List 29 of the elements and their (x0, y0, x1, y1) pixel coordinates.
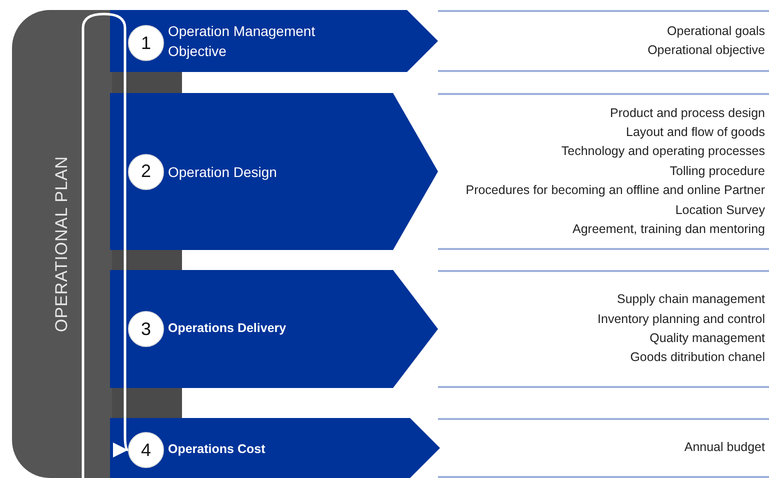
list-item: Tolling procedure (670, 162, 765, 180)
list-item: Agreement, training dan mentoring (572, 220, 765, 238)
chevron-shape (110, 10, 438, 72)
list-item: Quality management (650, 330, 765, 347)
list-item: Annual budget (684, 439, 765, 456)
list-item: Technology and operating processes (561, 143, 765, 160)
list-item: Location Survey (675, 202, 765, 219)
step-title: Operation Design (168, 162, 278, 182)
chevron-shape (110, 93, 438, 250)
list-item: Operational objective (648, 42, 765, 59)
list-item: Supply chain management (616, 291, 765, 308)
list-item: Product and process design (610, 104, 765, 122)
panel-title: OPERATIONAL PLAN (52, 156, 72, 332)
step-title: Operations Cost (168, 441, 266, 458)
content-box (438, 418, 769, 478)
list-item: Layout and flow of goods (626, 124, 765, 142)
list-item: Procedures for becoming an offline and online Partner (466, 182, 765, 200)
step-title: Operation Management Objective (168, 22, 316, 62)
content-box (438, 93, 769, 250)
list-item: Inventory planning and control (598, 310, 765, 328)
chevron-shape (110, 418, 440, 478)
side-panel (12, 10, 112, 478)
list-item: Operational goals (667, 22, 765, 40)
list-item: Goods ditribution chanel (630, 349, 765, 366)
chevron-shape (110, 270, 438, 388)
content-box (438, 10, 769, 72)
step-title: Operations Delivery (168, 320, 288, 337)
flow-arrow (82, 12, 130, 478)
content-box (438, 270, 769, 388)
